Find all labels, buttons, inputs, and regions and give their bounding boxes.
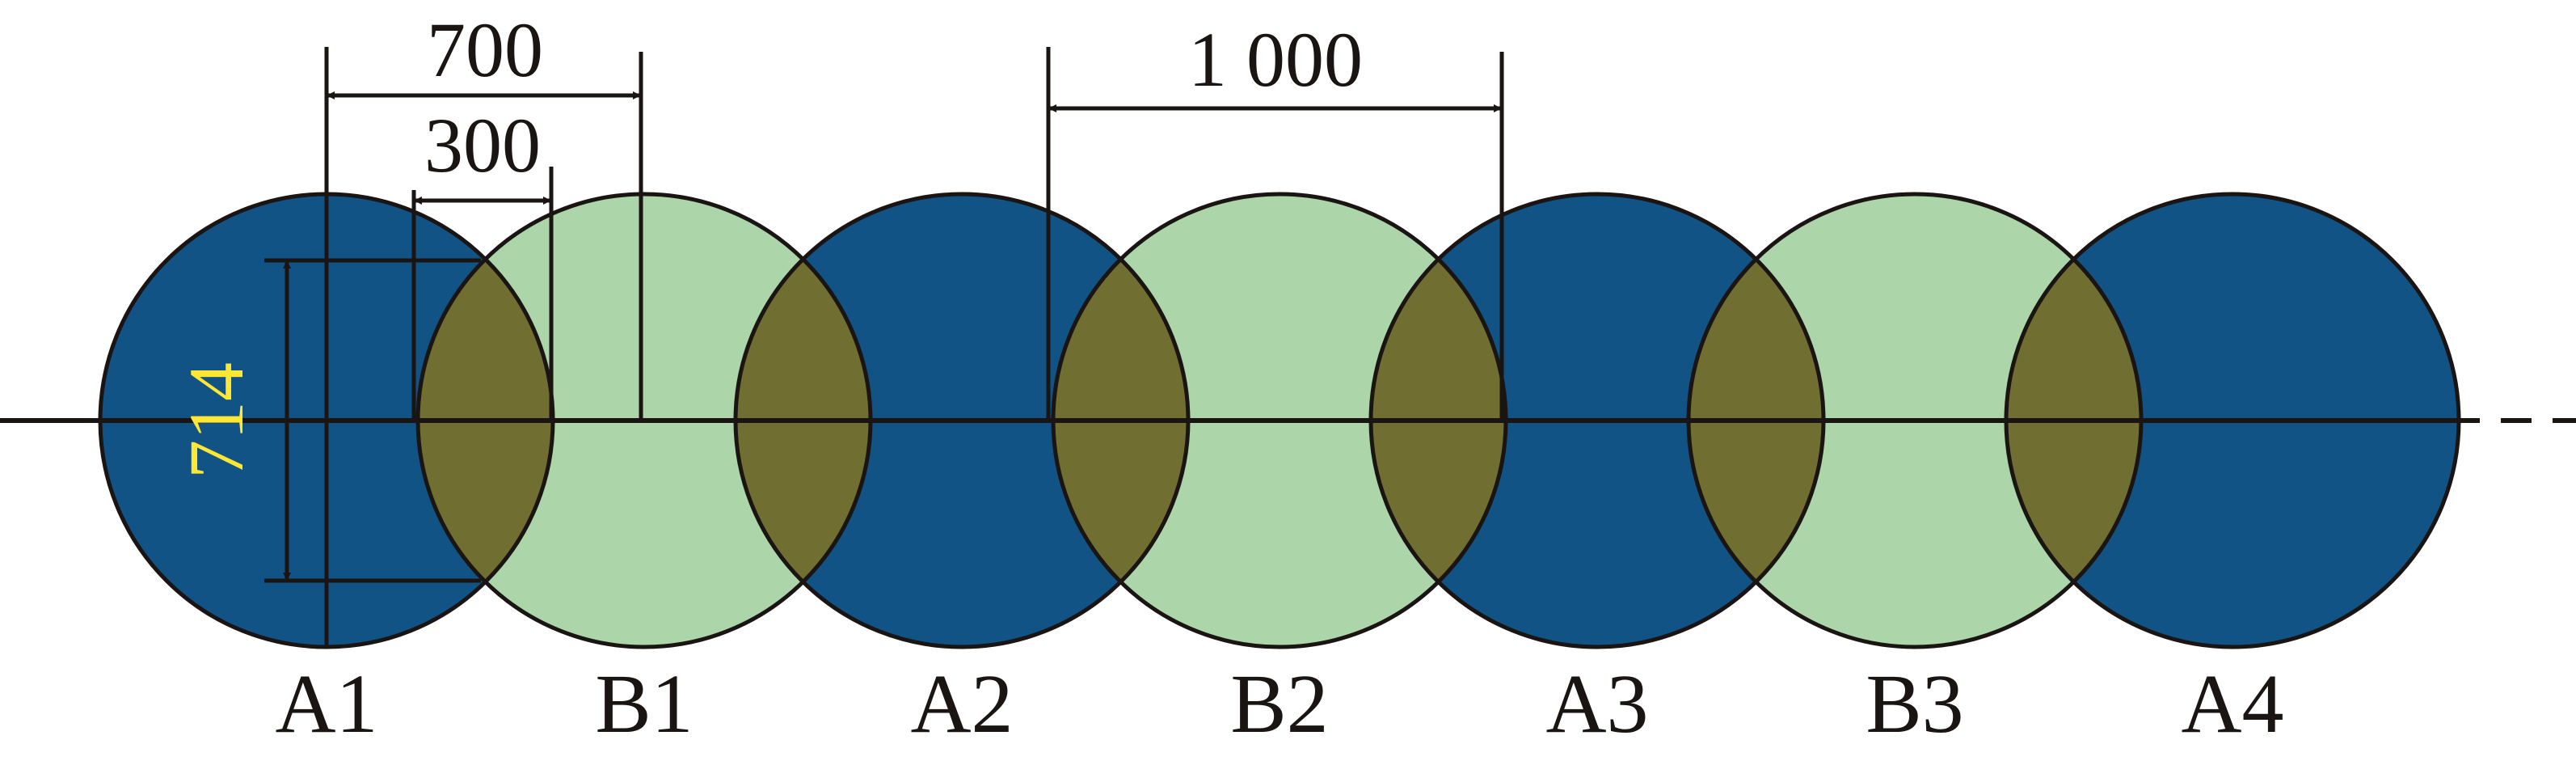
dim-label-700: 700: [427, 6, 543, 93]
pile-label-b3: B3: [1866, 657, 1963, 750]
pile-label-b2: B2: [1230, 657, 1328, 750]
dim-label-714: 714: [173, 362, 259, 479]
pile-label-a3: A3: [1545, 657, 1648, 750]
pile-label-a1: A1: [275, 657, 377, 750]
pile-labels: A1 B1 A2 B2 A3 B3 A4: [275, 657, 2283, 750]
dim-label-300: 300: [424, 102, 541, 188]
pile-outline-a4: [2004, 192, 2461, 649]
pile-outline-a3: [1368, 192, 1826, 649]
pile-outline-b3: [1686, 192, 2144, 649]
pile-outline-b2: [1051, 192, 1508, 649]
pile-label-a4: A4: [2181, 657, 2283, 750]
pile-outline-a2: [733, 192, 1191, 649]
pile-label-b1: B1: [595, 657, 693, 750]
dim-label-1000: 1 000: [1188, 16, 1363, 103]
pile-outline-b1: [415, 192, 873, 649]
pile-label-a2: A2: [910, 657, 1013, 750]
